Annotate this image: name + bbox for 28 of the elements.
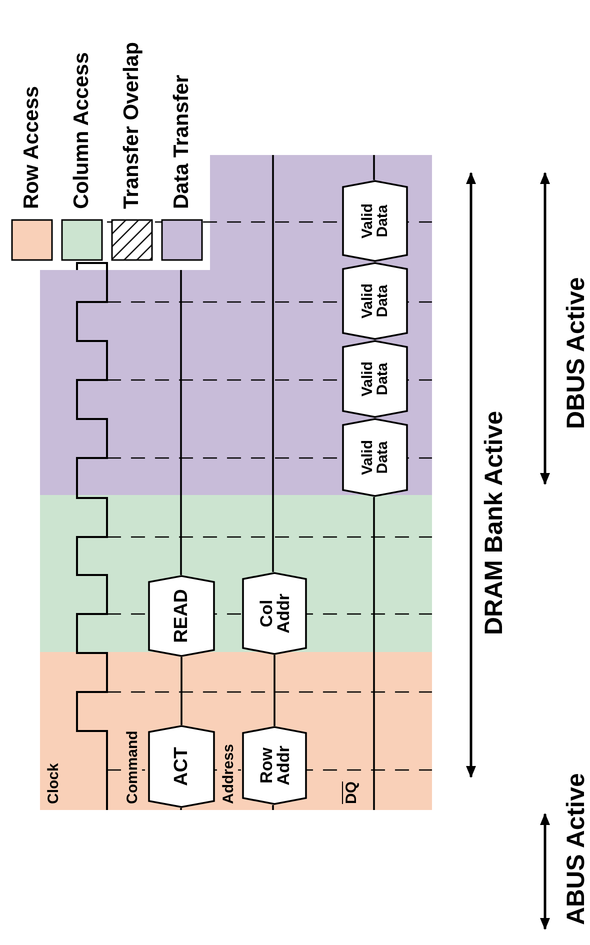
legend-label: Transfer Overlap xyxy=(121,42,142,209)
signal-value-box xyxy=(148,725,215,808)
signal-name: Address xyxy=(221,742,238,806)
signal-value-box xyxy=(342,340,408,418)
signal-value: Valid Data xyxy=(360,361,390,397)
signal-value-box xyxy=(148,575,215,657)
legend-label: Data Transfer xyxy=(171,74,192,209)
signal-value: Valid Data xyxy=(360,283,390,319)
signal-value: Col Addr xyxy=(258,594,292,634)
span-label: ABUS Active xyxy=(563,773,590,925)
signal-value: Valid Data xyxy=(360,203,390,239)
signal-value: Row Addr xyxy=(258,746,292,786)
legend-label: Column Access xyxy=(71,52,92,209)
signal-name: DQ xyxy=(344,780,360,806)
signal-value: READ xyxy=(172,589,191,643)
signal-value-box xyxy=(342,262,408,340)
signal-value-box xyxy=(342,418,408,497)
signal-value-box xyxy=(242,726,307,805)
signal-line xyxy=(274,655,276,726)
signal-value-box xyxy=(242,572,307,655)
legend-label: Row Access xyxy=(21,86,42,209)
signal-value-box xyxy=(342,180,408,262)
signal-line xyxy=(180,657,182,725)
span-label: DRAM Bank Active xyxy=(481,410,508,635)
span-label: DBUS Active xyxy=(563,277,590,429)
signal-value: ACT xyxy=(172,746,191,786)
signal-name: Command xyxy=(125,728,142,806)
signal-value: Valid Data xyxy=(360,440,390,476)
